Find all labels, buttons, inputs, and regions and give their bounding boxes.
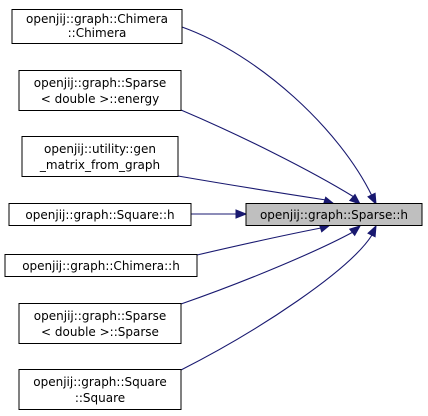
node-label-line-2: ::Square: [75, 391, 125, 405]
edge-gen-matrix-to-target: [177, 175, 327, 201]
arrowhead: [235, 209, 248, 219]
node-label-line-1: openjij::utility::gen: [44, 142, 156, 156]
edge-sparse-energy-to-target: [180, 109, 355, 198]
node-label-line-2: < double >::energy: [41, 92, 160, 106]
arrowhead: [348, 193, 362, 205]
edge-sparse-ctor-to-target: [180, 231, 354, 305]
node-sparse-energy[interactable]: openjij::graph::Sparse < double >::energ…: [18, 70, 182, 111]
node-label-line-1: openjij::graph::Sparse: [34, 76, 166, 90]
node-label-line-1: openjij::graph::Square: [33, 375, 167, 389]
edge-chimera-h-to-target: [196, 227, 322, 256]
node-label-line-2: ::Chimera: [68, 26, 127, 40]
node-label-line-1: openjij::graph::Chimera: [26, 12, 168, 26]
node-square-h[interactable]: openjij::graph::Square::h: [8, 203, 192, 226]
node-box-target: [245, 203, 423, 226]
node-label-line-1: openjij::graph::Chimera::h: [22, 259, 180, 273]
node-label-line-2: _matrix_from_graph: [39, 158, 160, 172]
node-sparse-ctor[interactable]: openjij::graph::Sparse < double >::Spars…: [18, 303, 182, 344]
node-box: [18, 70, 182, 111]
node-chimera-h[interactable]: openjij::graph::Chimera::h: [4, 254, 198, 277]
arrowhead: [367, 224, 377, 238]
node-box: [18, 303, 182, 344]
target-label: openjij::graph::Sparse::h: [260, 208, 408, 222]
node-box: [4, 254, 198, 277]
node-label-line-1: openjij::graph::Square::h: [25, 208, 174, 222]
arrowhead: [348, 225, 362, 237]
node-box: [8, 203, 192, 226]
node-target-sparse-h[interactable]: openjij::graph::Sparse::h: [245, 203, 423, 226]
edge-chimera-ctor-to-target: [181, 26, 373, 197]
node-box: [21, 136, 179, 177]
node-box: [11, 9, 183, 44]
node-chimera-ctor[interactable]: openjij::graph::Chimera ::Chimera: [11, 9, 183, 44]
call-edges: [177, 26, 377, 371]
node-gen-matrix[interactable]: openjij::utility::gen _matrix_from_graph: [21, 136, 179, 177]
node-label-line-1: openjij::graph::Sparse: [34, 309, 166, 323]
node-square-ctor[interactable]: openjij::graph::Square ::Square: [18, 369, 182, 410]
node-label-line-2: < double >::Sparse: [41, 325, 159, 339]
edge-square-ctor-to-target: [180, 234, 373, 371]
arrowhead: [367, 192, 377, 206]
node-box: [18, 369, 182, 410]
